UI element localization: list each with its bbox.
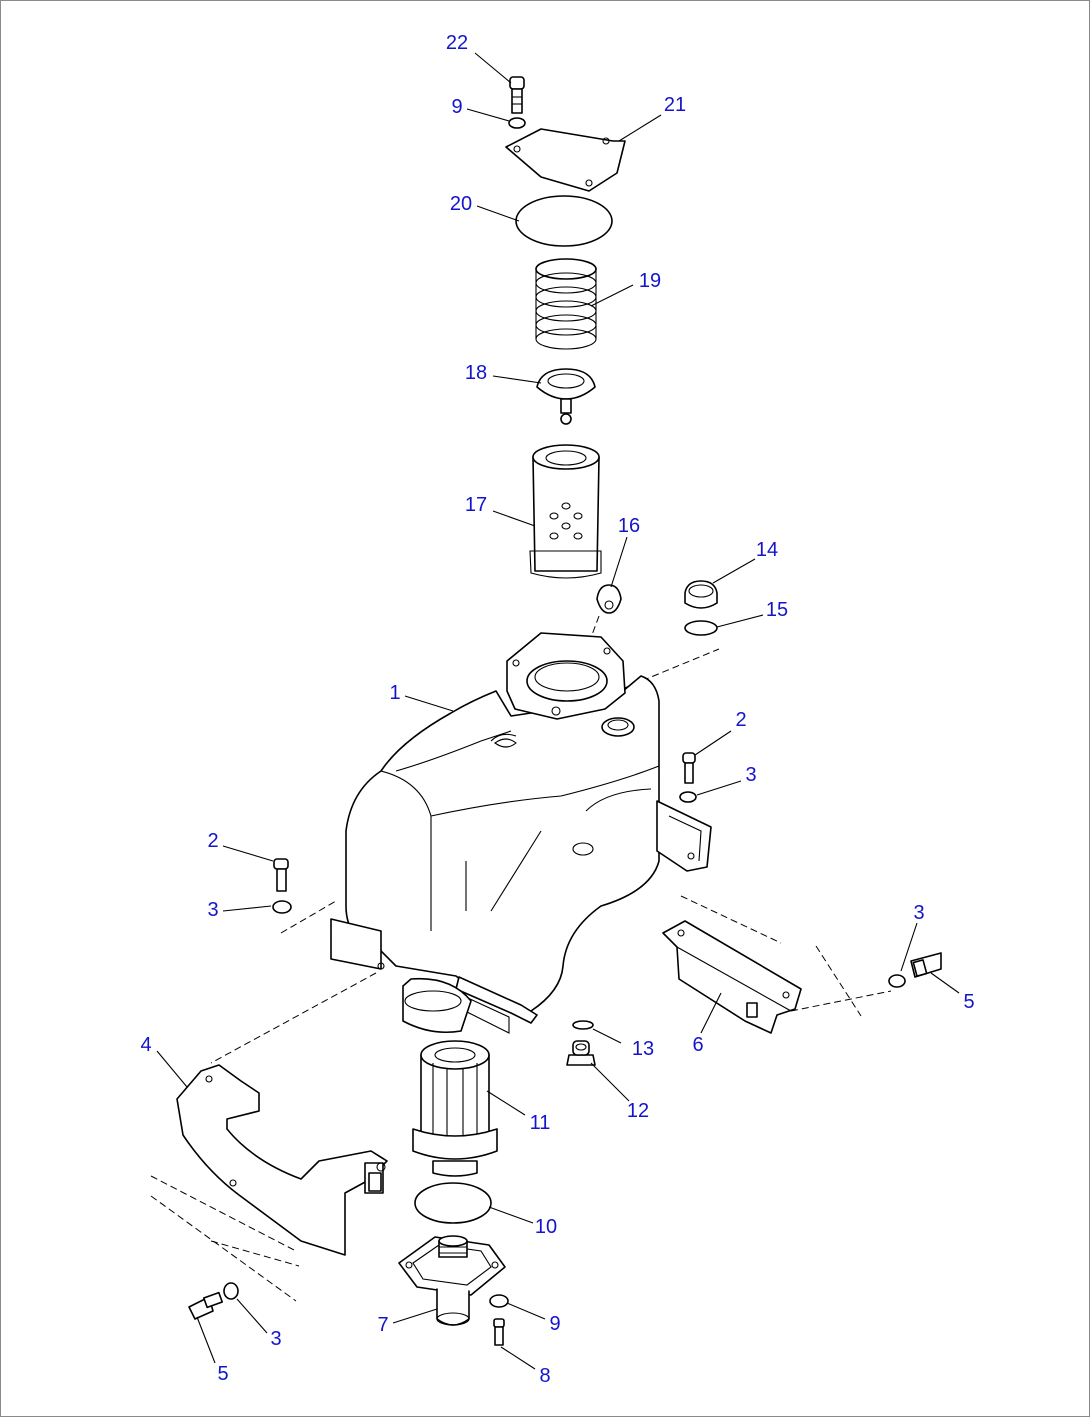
bracket-6: [662, 920, 802, 1034]
callout-3-bottom: 3: [270, 1328, 282, 1350]
washer-9-top: [508, 117, 526, 129]
hydraulic-tank-1: [330, 632, 712, 1034]
leader-lines: [156, 52, 960, 1370]
bolt-22: [509, 76, 525, 114]
suction-flange-7: [398, 1235, 506, 1326]
callout-3-left: 3: [207, 899, 219, 921]
callout-11: 11: [529, 1112, 551, 1134]
bolt-2-right: [682, 752, 696, 784]
washer-3-bottom: [223, 1282, 239, 1300]
callout-5-bracket: 5: [963, 991, 975, 1013]
drain-plug-12: [566, 1040, 596, 1066]
callout-12: 12: [626, 1100, 650, 1122]
callout-9-top: 9: [451, 96, 463, 118]
callout-16: 16: [617, 515, 641, 537]
callout-8: 8: [539, 1365, 551, 1387]
bolt-2-left: [273, 858, 289, 892]
callout-20: 20: [449, 193, 473, 215]
bracket-4: [176, 1064, 388, 1256]
washer-3-left: [272, 900, 292, 914]
callout-19: 19: [638, 270, 662, 292]
o-ring-10: [414, 1182, 492, 1224]
washer-3-bracket: [888, 974, 906, 988]
washer-3-right: [679, 791, 697, 803]
callout-22: 22: [445, 32, 469, 54]
filler-cap-14: [684, 580, 718, 609]
callout-2-left: 2: [207, 830, 219, 852]
callout-1: 1: [389, 682, 401, 704]
o-ring-20: [515, 195, 613, 247]
strainer-11: [412, 1040, 498, 1177]
washer-9-bottom: [489, 1294, 509, 1308]
callout-7: 7: [377, 1314, 389, 1336]
bolt-8: [493, 1318, 505, 1346]
callout-21: 21: [663, 94, 687, 116]
valve-18: [536, 368, 596, 425]
callout-4: 4: [140, 1034, 152, 1056]
callout-9-bottom: 9: [549, 1313, 561, 1335]
callout-14: 14: [755, 539, 779, 561]
o-ring-15: [684, 620, 718, 636]
cover-plate-21: [505, 128, 626, 192]
callout-10: 10: [534, 1216, 558, 1238]
callout-17: 17: [464, 494, 488, 516]
o-ring-13: [572, 1020, 594, 1030]
callout-15: 15: [765, 599, 789, 621]
callout-18: 18: [464, 362, 488, 384]
plug-16: [596, 584, 622, 614]
callout-3-bracket: 3: [913, 902, 925, 924]
callout-13: 13: [631, 1038, 655, 1060]
bolt-5-bottom: [188, 1291, 224, 1320]
callout-6: 6: [692, 1034, 704, 1056]
spring-19: [535, 258, 597, 350]
callout-3-right: 3: [745, 764, 757, 786]
callout-2-right: 2: [735, 709, 747, 731]
bolt-5-bracket: [910, 952, 942, 978]
assembly-lines: [150, 615, 892, 1302]
callout-5-bottom: 5: [217, 1363, 229, 1385]
filter-element-17: [529, 444, 602, 579]
